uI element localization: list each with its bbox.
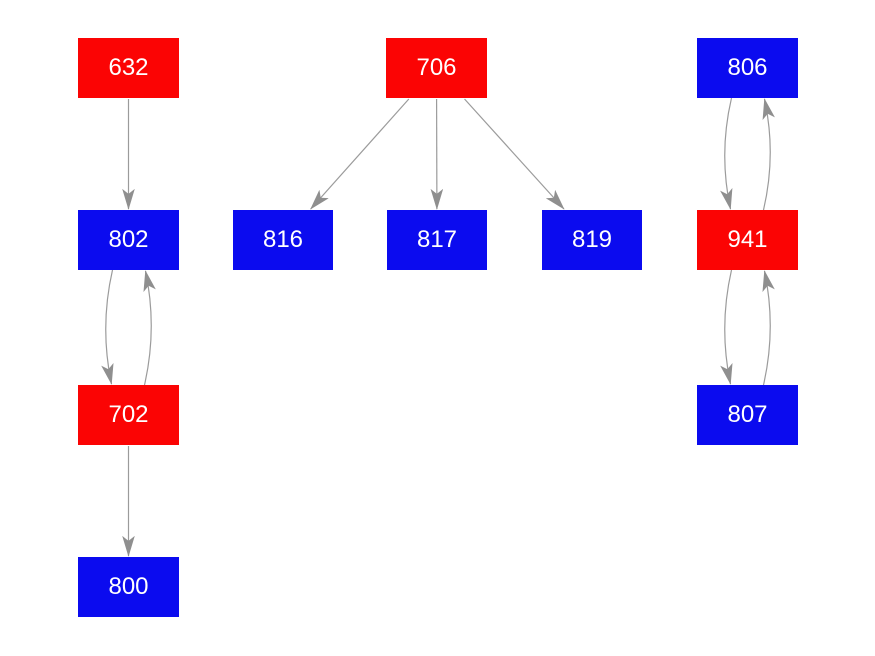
edge-706-816 <box>310 98 410 210</box>
node-label: 817 <box>416 226 458 253</box>
node-941[interactable]: 941 <box>697 210 798 270</box>
node-817[interactable]: 817 <box>387 210 487 270</box>
edge-702-802 <box>143 270 156 386</box>
node-label: 941 <box>727 226 768 253</box>
node-label: 632 <box>108 54 149 81</box>
edge-941-806 <box>762 98 775 211</box>
node-label: 816 <box>262 226 304 253</box>
node-label: 706 <box>416 54 457 81</box>
node-819[interactable]: 819 <box>542 210 642 270</box>
node-label: 807 <box>727 401 768 428</box>
node-800[interactable]: 800 <box>78 557 179 617</box>
edge-706-819 <box>464 98 565 210</box>
node-label: 802 <box>108 226 149 253</box>
node-632[interactable]: 632 <box>78 38 179 98</box>
edge-806-941 <box>720 97 733 210</box>
node-label: 819 <box>571 226 613 253</box>
node-702[interactable]: 702 <box>78 385 179 445</box>
node-706[interactable]: 706 <box>386 38 487 98</box>
node-label: 806 <box>727 54 768 81</box>
node-806[interactable]: 806 <box>697 38 798 98</box>
node-label: 800 <box>108 573 149 600</box>
edge-941-807 <box>720 269 733 385</box>
edge-802-702 <box>101 269 114 385</box>
node-807[interactable]: 807 <box>697 385 798 445</box>
node-802[interactable]: 802 <box>78 210 179 270</box>
node-816[interactable]: 816 <box>233 210 333 270</box>
node-label: 702 <box>108 401 149 428</box>
edge-807-941 <box>762 270 775 386</box>
